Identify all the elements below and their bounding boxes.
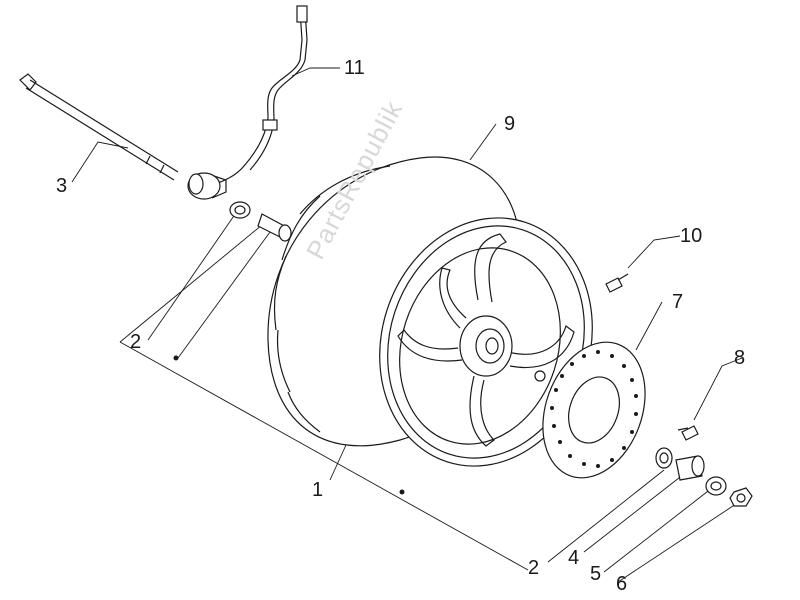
callout-1: 1 [312, 479, 324, 501]
leader-lines [71, 67, 743, 583]
axle-shaft [19, 73, 179, 181]
callout-4: 4 [568, 547, 580, 569]
screw [677, 425, 699, 441]
callout-5: 5 [590, 563, 602, 585]
axle-nut [729, 487, 753, 507]
callout-2-left: 2 [130, 331, 142, 353]
speedometer-drive [187, 172, 227, 200]
callout-6: 6 [616, 573, 628, 595]
callout-2-bottom: 2 [528, 557, 540, 579]
callout-3: 3 [56, 175, 68, 197]
spacer-bushing [257, 213, 292, 242]
callout-9: 9 [504, 113, 516, 135]
brake-disc [542, 341, 646, 479]
washer [705, 476, 727, 496]
wheel-rim [379, 217, 593, 467]
reference-dots [173, 355, 405, 495]
callout-10: 10 [680, 225, 703, 247]
spacer [675, 455, 705, 481]
callout-7: 7 [672, 291, 684, 313]
sensor-cable [213, 5, 308, 185]
disc-bolt [605, 273, 629, 293]
bearing-ring-left [229, 201, 251, 219]
callout-8: 8 [734, 347, 746, 369]
bearing-ring-right [655, 447, 673, 469]
callout-11: 11 [344, 57, 365, 79]
